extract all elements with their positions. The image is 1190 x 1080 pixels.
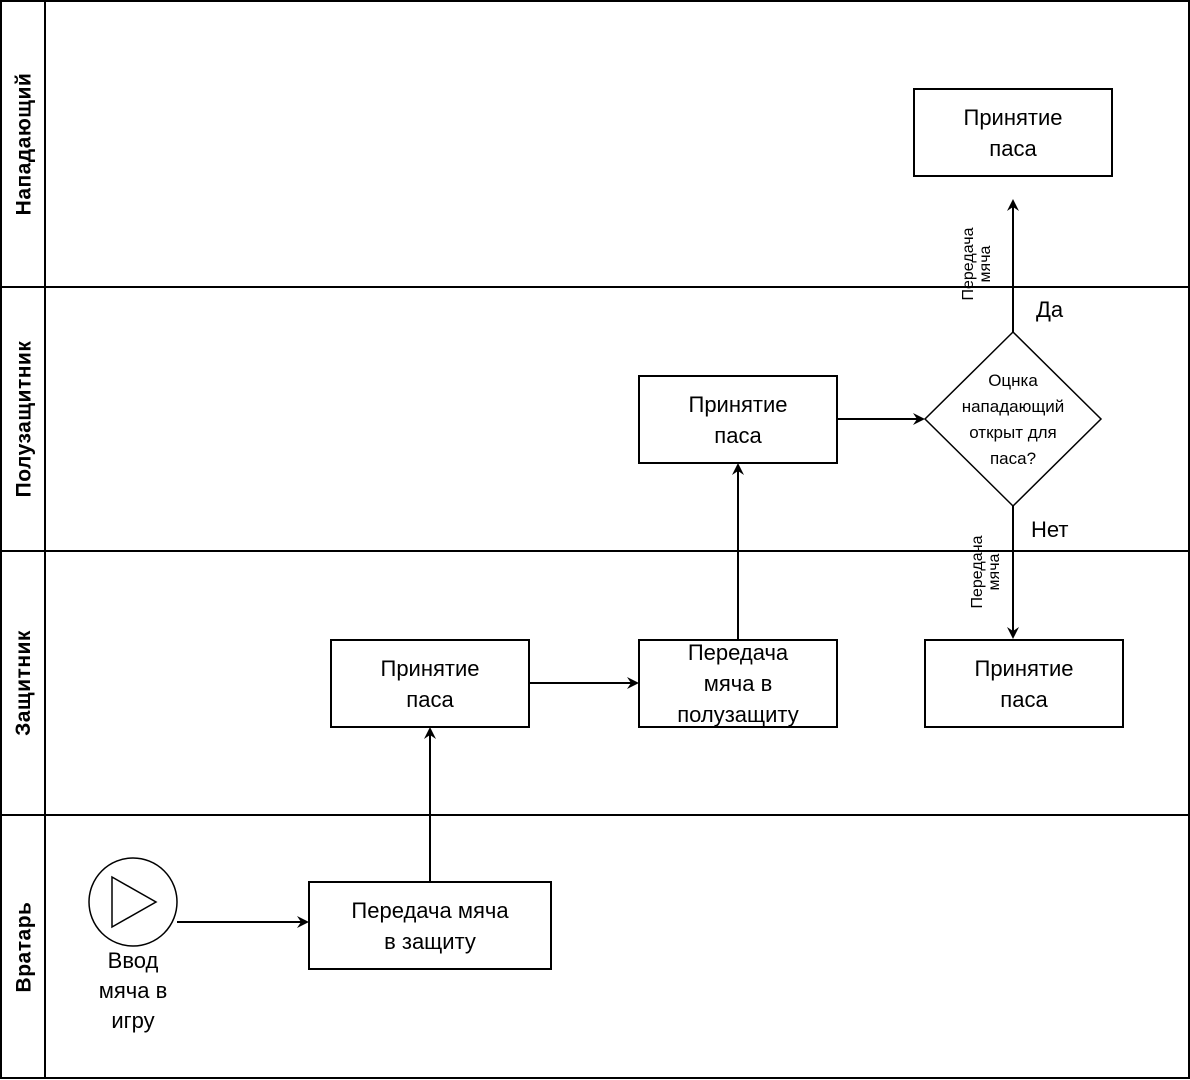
- lane-label-forward-text: Нападающий: [12, 72, 36, 216]
- lane-label-defender-text: Защитник: [12, 630, 36, 736]
- task-def-pass[interactable]: Передача мяча в полузащиту: [638, 639, 838, 728]
- lane-label-forward: Нападающий: [2, 1, 46, 287]
- lane-label-midfielder: Полузащитник: [2, 287, 46, 551]
- start-event-circle: [88, 857, 178, 947]
- lane-label-defender: Защитник: [2, 551, 46, 815]
- yes-label: Да: [1036, 297, 1064, 322]
- task-mid-receive[interactable]: Принятие паса: [638, 375, 838, 464]
- pass-label-up: Передача мяча: [960, 227, 994, 301]
- task-def-receive[interactable]: Принятие паса: [330, 639, 530, 728]
- pass-label-down: Передача мяча: [969, 535, 1003, 609]
- lane-label-goalkeeper: Вратарь: [2, 815, 46, 1078]
- task-def-receive-2[interactable]: Принятие паса: [924, 639, 1124, 728]
- start-event-label: Ввод мяча в игру: [98, 948, 168, 1033]
- task-fwd-receive[interactable]: Принятие паса: [913, 88, 1113, 177]
- decision-label: Оцнка нападающий открыт для паса?: [961, 371, 1065, 468]
- task-gk-pass[interactable]: Передача мяча в защиту: [308, 881, 552, 970]
- lane-label-goalkeeper-text: Вратарь: [12, 901, 35, 992]
- no-label: Нет: [1031, 517, 1069, 542]
- lane-label-midfielder-text: Полузащитник: [12, 340, 36, 498]
- play-icon: [111, 875, 158, 929]
